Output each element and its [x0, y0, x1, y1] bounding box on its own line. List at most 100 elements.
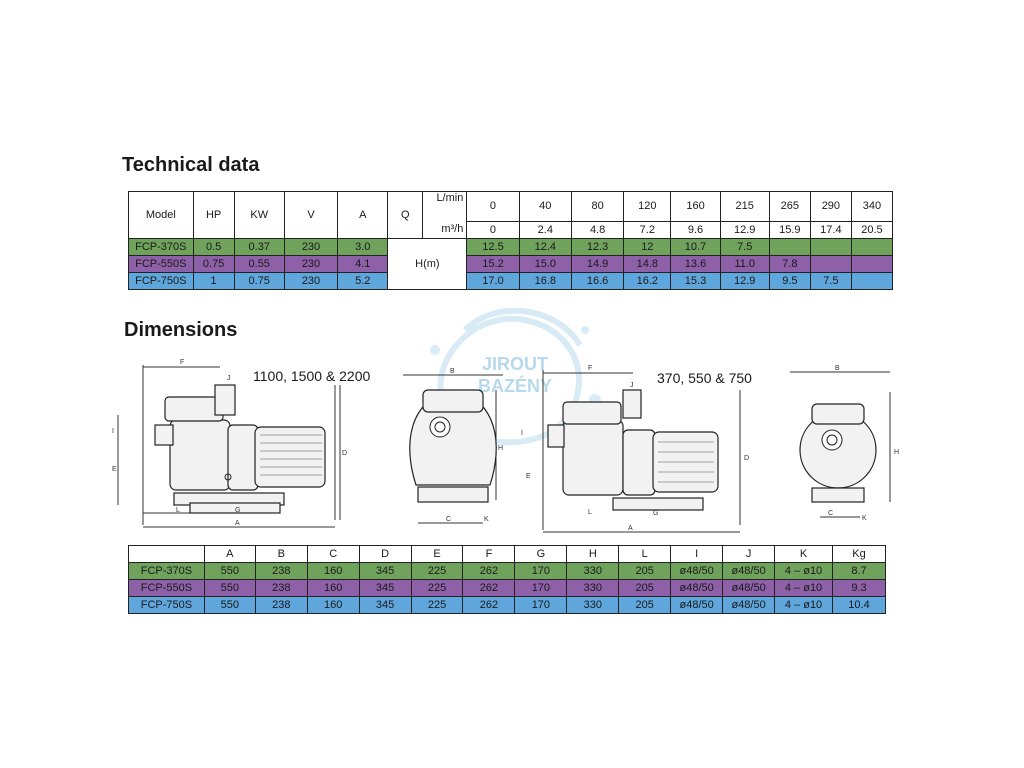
dim-cell: 238 [254, 579, 308, 597]
small-dim-letter-a: A [628, 525, 633, 532]
m3h-8: 20.5 [850, 221, 894, 239]
head-cell: 7.5 [809, 272, 852, 290]
dim-cell: 205 [618, 596, 672, 614]
dim-cell: 4 – ø10 [774, 596, 833, 614]
small-dim-letter-g: G [653, 510, 658, 517]
dims-header [128, 545, 205, 563]
head-cell: 17.0 [466, 272, 520, 290]
head-cell: 12.4 [518, 238, 572, 256]
dims-row-fcp-750s: FCP-750S 550 238 160 345 225 262 170 330… [128, 596, 887, 614]
head-cell: 12.3 [570, 238, 625, 256]
dim-cell: 345 [358, 562, 412, 580]
dim-cell: 262 [462, 562, 516, 580]
dim-cell: ø48/50 [722, 562, 776, 580]
dims-header: F [462, 545, 516, 563]
dims-header: C [306, 545, 360, 563]
dim-cell: 170 [514, 596, 568, 614]
head-cell [850, 238, 894, 256]
model-cell: FCP-550S [128, 255, 194, 273]
head-cell: 15.0 [518, 255, 572, 273]
small-models-label: 370, 550 & 750 [657, 370, 752, 386]
lmin-5: 215 [719, 191, 770, 222]
dim-letter-a: A [235, 520, 240, 527]
kw-cell: 0.75 [233, 272, 285, 290]
dimensions-table: A B C D E F G H L I J K Kg FCP-370S 550 … [128, 545, 887, 614]
head-cell: 7.5 [719, 238, 770, 256]
dim-cell: ø48/50 [670, 562, 724, 580]
m3h-3: 7.2 [623, 221, 672, 239]
header-model: Model [128, 191, 194, 239]
dim-cell: 170 [514, 562, 568, 580]
head-label: H(m) [387, 238, 468, 290]
dim-letter-d: D [342, 450, 347, 457]
v-cell: 230 [283, 272, 339, 290]
dim-cell: 225 [410, 596, 464, 614]
dim-cell: 225 [410, 579, 464, 597]
head-cell: 14.9 [570, 255, 625, 273]
small-front-dim-letter-k: K [862, 515, 867, 522]
dims-header: A [203, 545, 256, 563]
m3h-4: 9.6 [670, 221, 721, 239]
dim-letter-l: L [176, 507, 180, 514]
dims-header: D [358, 545, 412, 563]
header-kw: KW [233, 191, 285, 239]
small-dim-letter-i: I [521, 430, 523, 437]
head-cell: 16.8 [518, 272, 572, 290]
dim-cell: 330 [566, 579, 620, 597]
weight-cell: 8.7 [831, 562, 887, 580]
lmin-7: 290 [809, 191, 852, 222]
dim-letter-j: J [227, 375, 231, 382]
small-pump-front-drawing: B H C K [790, 365, 899, 522]
m3h-0: 0 [466, 221, 520, 239]
v-cell: 230 [283, 238, 339, 256]
dim-cell: 4 – ø10 [774, 579, 833, 597]
header-q: Q [387, 191, 424, 239]
lmin-8: 340 [850, 191, 894, 222]
dim-cell: ø48/50 [722, 579, 776, 597]
dim-cell: 160 [306, 596, 360, 614]
dims-row-fcp-370s: FCP-370S 550 238 160 345 225 262 170 330… [128, 562, 887, 580]
dim-cell: 345 [358, 579, 412, 597]
dim-cell: 550 [203, 562, 256, 580]
head-cell: 16.6 [570, 272, 625, 290]
dim-cell: 238 [254, 562, 308, 580]
dim-cell: 4 – ø10 [774, 562, 833, 580]
tech-row-fcp-750s: FCP-750S 1 0.75 230 5.2 17.0 16.8 16.6 1… [128, 272, 894, 290]
dim-cell: ø48/50 [722, 596, 776, 614]
m3h-2: 4.8 [570, 221, 625, 239]
head-cell: 9.5 [768, 272, 811, 290]
dims-header: G [514, 545, 568, 563]
m3h-6: 15.9 [768, 221, 811, 239]
dim-cell: 550 [203, 579, 256, 597]
dims-header: E [410, 545, 464, 563]
small-dim-letter-f: F [588, 365, 592, 372]
dim-letter-e: E [112, 466, 117, 473]
weight-cell: 10.4 [831, 596, 887, 614]
header-v: V [283, 191, 339, 239]
small-front-dim-letter-h: H [894, 449, 899, 456]
dim-letter-g: G [235, 507, 240, 514]
dim-cell: 205 [618, 579, 672, 597]
weight-cell: 9.3 [831, 579, 887, 597]
dim-cell: 262 [462, 579, 516, 597]
dim-cell: 262 [462, 596, 516, 614]
model-cell: FCP-750S [128, 596, 205, 614]
dim-cell: 160 [306, 579, 360, 597]
dim-cell: 160 [306, 562, 360, 580]
model-cell: FCP-370S [128, 238, 194, 256]
front-dim-letter-h: H [498, 445, 503, 452]
front-dim-letter-c: C [446, 516, 451, 523]
a-cell: 3.0 [337, 238, 389, 256]
watermark-text-1: JIROUT [482, 354, 548, 374]
header-a: A [337, 191, 389, 239]
technical-data-table: Model HP KW V A Q L/min 0 40 80 120 160 … [128, 191, 894, 290]
large-models-label: 1100, 1500 & 2200 [253, 368, 371, 384]
head-cell: 12.5 [466, 238, 520, 256]
head-cell [768, 238, 811, 256]
tech-row-fcp-550s: FCP-550S 0.75 0.55 230 4.1 15.2 15.0 14.… [128, 255, 894, 273]
dims-header: Kg [831, 545, 887, 563]
head-cell: 13.6 [670, 255, 721, 273]
hp-cell: 0.75 [192, 255, 235, 273]
dims-header: J [722, 545, 776, 563]
head-cell: 15.3 [670, 272, 721, 290]
